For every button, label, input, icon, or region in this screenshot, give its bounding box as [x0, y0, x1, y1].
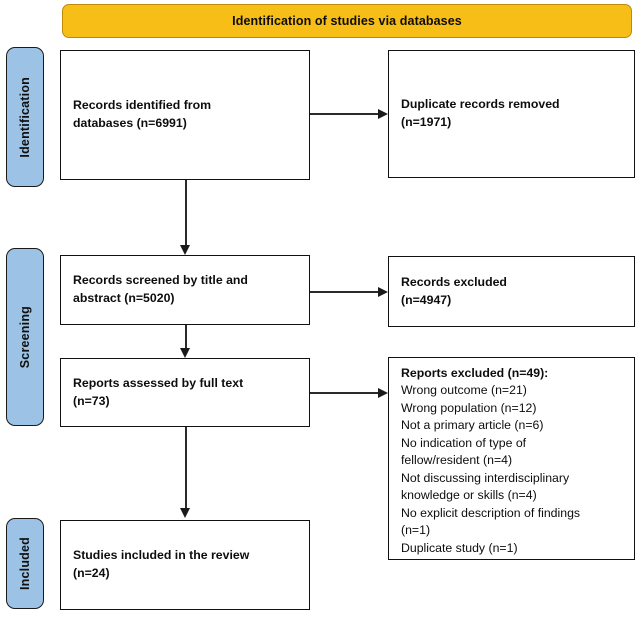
- list-item: No indication of type of fellow/resident…: [401, 435, 527, 468]
- list-item: Not a primary article (n=6): [401, 418, 544, 433]
- connector-identified-to-screened: [185, 180, 187, 247]
- box-studies-included: Studies included in the review (n=24): [60, 520, 310, 610]
- identification-banner: Identification of studies via databases: [62, 4, 632, 38]
- arrow-right-icon: [378, 287, 388, 297]
- arrow-right-icon: [378, 109, 388, 119]
- box-reports-assessed: Reports assessed by full text (n=73): [60, 358, 310, 427]
- exclusion-reason-list: Wrong outcome (n=21) Wrong population (n…: [401, 382, 622, 557]
- box-records-screened: Records screened by title and abstract (…: [60, 255, 310, 325]
- stage-label-screening-text: Screening: [18, 305, 32, 369]
- stage-label-identification: Identification: [6, 47, 44, 187]
- connector-assessed-to-reports-excluded: [310, 392, 382, 394]
- arrow-right-icon: [378, 388, 388, 398]
- stage-label-included: Included: [6, 518, 44, 609]
- box-reports-excluded-title: Reports excluded (n=49):: [401, 366, 549, 380]
- connector-identified-to-duplicates: [310, 113, 382, 115]
- stage-label-identification-text: Identification: [18, 76, 32, 158]
- arrow-down-icon: [180, 508, 190, 518]
- stage-label-screening: Screening: [6, 248, 44, 426]
- box-records-identified-text: Records identified from databases (n=699…: [73, 98, 212, 130]
- box-records-screened-text: Records screened by title and abstract (…: [73, 273, 248, 305]
- connector-screened-to-assessed: [185, 325, 187, 350]
- box-duplicate-records-removed: Duplicate records removed (n=1971): [388, 50, 635, 178]
- box-records-identified: Records identified from databases (n=699…: [60, 50, 310, 180]
- arrow-down-icon: [180, 348, 190, 358]
- box-records-excluded-text: Records excluded (n=4947): [401, 274, 507, 307]
- box-reports-excluded: Reports excluded (n=49): Wrong outcome (…: [388, 357, 635, 560]
- arrow-down-icon: [180, 245, 190, 255]
- banner-title: Identification of studies via databases: [232, 14, 462, 28]
- list-item: Duplicate study (n=1): [401, 540, 518, 555]
- list-item: Wrong population (n=12): [401, 400, 537, 415]
- box-records-excluded: Records excluded (n=4947): [388, 256, 635, 327]
- list-item: Not discussing interdisciplinary knowled…: [401, 470, 570, 503]
- stage-label-included-text: Included: [18, 537, 32, 590]
- box-duplicate-records-removed-text: Duplicate records removed (n=1971): [401, 97, 560, 129]
- list-item: Wrong outcome (n=21): [401, 383, 527, 398]
- box-studies-included-text: Studies included in the review (n=24): [73, 548, 250, 580]
- list-item: No explicit description of findings (n=1…: [401, 505, 581, 538]
- box-reports-assessed-text: Reports assessed by full text (n=73): [73, 375, 244, 408]
- connector-screened-to-excluded: [310, 291, 382, 293]
- connector-assessed-to-included: [185, 427, 187, 510]
